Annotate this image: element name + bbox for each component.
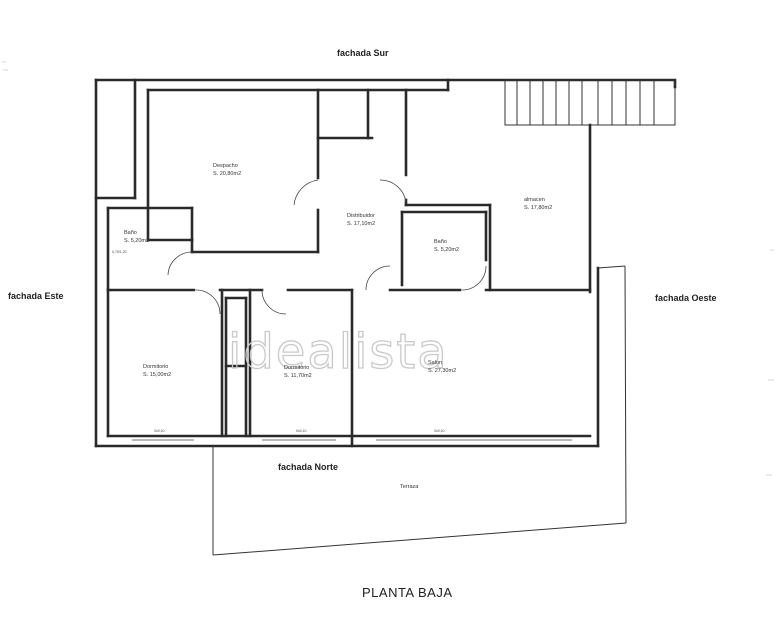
facade-sur-label: fachada Sur — [337, 48, 389, 58]
dimension-note: 0x0,10 — [296, 429, 307, 433]
room-almacen-area: S. 17,80m2 — [524, 205, 552, 211]
facade-este-label: fachada Este — [8, 291, 64, 301]
stairs — [504, 79, 676, 126]
room-dormitorio-2-name: Dormitorio — [284, 365, 309, 371]
room-dormitorio-1-name: Dormitorio — [143, 364, 168, 370]
dimension-note: 0x0,10 — [154, 429, 165, 433]
room-almacen-name: almacen — [524, 197, 545, 203]
room-bano-centro-name: Baño — [434, 239, 447, 245]
room-terraza-name: Terraza — [400, 484, 419, 490]
room-distribuidor-area: S. 17,10m2 — [347, 221, 375, 227]
room-bano-este-name: Baño — [124, 230, 137, 236]
room-dormitorio-2-area: S. 11,70m2 — [284, 373, 312, 379]
room-distribuidor-name: Distribuidor — [347, 213, 375, 219]
dimension-note: 0,70/1,20 — [112, 250, 127, 254]
room-salon-name: Salon — [428, 360, 442, 366]
outer-walls — [94, 78, 677, 556]
door-swings — [167, 179, 487, 315]
room-despacho-area: S. 20,80m2 — [213, 171, 241, 177]
room-bano-centro-area: S. 5,20m2 — [434, 247, 459, 253]
dimension-note: 0x0,10 — [434, 429, 445, 433]
plan-title: PLANTA BAJA — [362, 585, 453, 600]
room-salon-area: S. 27,30m2 — [428, 368, 456, 374]
scan-edge-marks — [2, 61, 774, 476]
room-dormitorio-1-area: S. 15,00m2 — [143, 372, 171, 378]
facade-norte-label: fachada Norte — [278, 462, 338, 472]
facade-oeste-label: fachada Oeste — [655, 293, 717, 303]
watermark: idealista — [228, 324, 449, 380]
room-bano-este-area: S. 5,20m2 — [124, 238, 149, 244]
interior-walls — [94, 78, 592, 448]
room-despacho-name: Despacho — [213, 163, 238, 169]
